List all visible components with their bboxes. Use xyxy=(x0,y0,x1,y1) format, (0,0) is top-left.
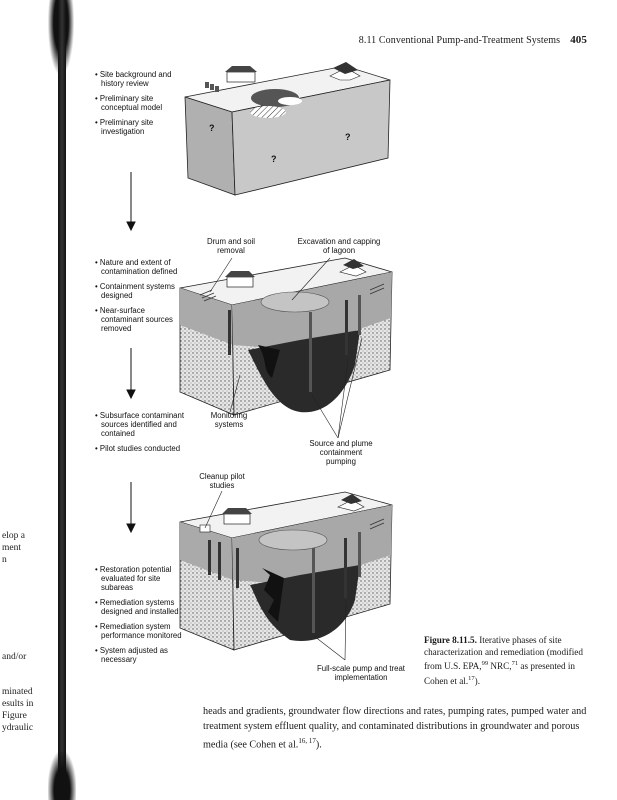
unknown-mark: ? xyxy=(209,123,215,133)
bullet-item: Remediation systems designed and install… xyxy=(95,598,187,616)
flow-arrow xyxy=(127,348,135,398)
caption-text: ). xyxy=(475,676,480,686)
phase3-bullet-list: Subsurface contaminant sources identifie… xyxy=(95,411,207,459)
caption-text: NRC, xyxy=(488,661,512,671)
label-cleanup-pilot: Cleanup pilot studies xyxy=(196,472,248,490)
bullet-item: Nature and extent of contamination defin… xyxy=(95,258,185,276)
site-block-3 xyxy=(180,491,392,650)
label-source-pumping: Source and plume containment pumping xyxy=(305,439,377,466)
site-block-1: ? ? ? xyxy=(185,62,390,195)
bullet-item: Site background and history review xyxy=(95,70,185,88)
citation: 16, 17 xyxy=(298,737,316,745)
body-paragraph: heads and gradients, groundwater flow di… xyxy=(203,705,595,753)
phase2-bullet-list: Nature and extent of contamination defin… xyxy=(95,258,185,339)
figure-label: Figure 8.11.5. xyxy=(424,635,477,645)
bullet-item: Pilot studies conducted xyxy=(95,444,207,453)
unknown-mark: ? xyxy=(345,132,351,142)
bullet-item: Preliminary site conceptual model xyxy=(95,94,185,112)
bullet-item: System adjusted as necessary xyxy=(95,646,187,664)
label-drum-removal: Drum and soil removal xyxy=(200,237,262,255)
phase1-bullet-list: Site background and history review Preli… xyxy=(95,70,185,142)
bullet-item: Restoration potential evaluated for site… xyxy=(95,565,187,592)
phase4-bullet-list: Restoration potential evaluated for site… xyxy=(95,565,187,670)
bullet-item: Subsurface contaminant sources identifie… xyxy=(95,411,207,438)
flow-arrow xyxy=(127,482,135,532)
flow-arrow xyxy=(127,172,135,230)
figure-caption: Figure 8.11.5. Iterative phases of site … xyxy=(424,635,594,687)
bullet-item: Near-surface contaminant sources removed xyxy=(95,306,185,333)
bullet-item: Remediation system performance monitored xyxy=(95,622,187,640)
bullet-item: Containment systems designed xyxy=(95,282,185,300)
site-block-2 xyxy=(180,258,392,415)
label-excavation: Excavation and capping of lagoon xyxy=(296,237,382,255)
body-text: ). xyxy=(316,739,322,750)
unknown-mark: ? xyxy=(271,154,277,164)
leader-line xyxy=(314,636,345,660)
body-text: heads and gradients, groundwater flow di… xyxy=(203,706,586,750)
bullet-item: Preliminary site investigation xyxy=(95,118,185,136)
label-full-scale: Full-scale pump and treat implementation xyxy=(312,664,410,682)
label-monitoring: Monitoring systems xyxy=(205,411,253,429)
